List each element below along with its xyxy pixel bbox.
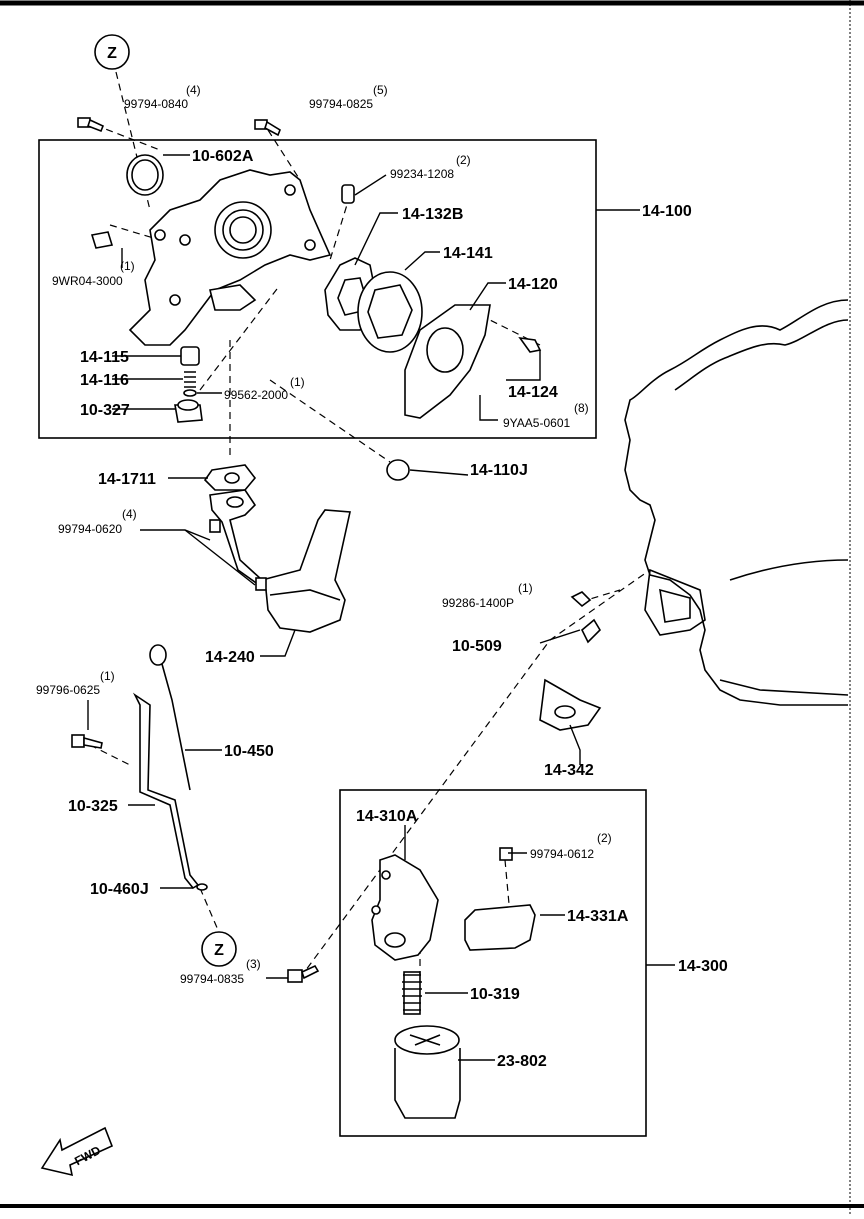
dipstick-label: 10-450 bbox=[224, 743, 274, 760]
oil-filter-box bbox=[339, 789, 647, 1137]
inner-rotor-drawing bbox=[357, 271, 423, 353]
leader-lines bbox=[87, 154, 675, 1061]
oil-pump-body bbox=[128, 169, 332, 346]
dowel-pin-qty: (2) bbox=[456, 153, 471, 167]
outer-rotor-label: 14-132B bbox=[402, 206, 463, 223]
plug-part: 9WR04-3000 bbox=[52, 274, 123, 288]
z-ref-bottom: Z bbox=[201, 931, 237, 967]
filter-bolt-drawing bbox=[499, 847, 513, 861]
z-ref-top: Z bbox=[94, 34, 130, 70]
cover-screw-label: 14-124 bbox=[508, 384, 558, 401]
cover-screw-drawing bbox=[518, 336, 542, 353]
pipe-bolt-drawing bbox=[287, 964, 320, 983]
oring-large-drawing bbox=[386, 459, 410, 481]
z-ref-top-label: Z bbox=[107, 45, 117, 62]
bolt-a-part: 99794-0840 bbox=[124, 97, 188, 111]
plunger-drawing bbox=[180, 346, 200, 366]
fwd-arrow bbox=[40, 1126, 114, 1177]
oil-pump-assy-label: 14-100 bbox=[642, 203, 692, 220]
filter-gasket-drawing bbox=[539, 678, 602, 731]
dipstick-bolt-drawing bbox=[71, 734, 103, 749]
strainer-bolt-qty: (4) bbox=[122, 507, 137, 521]
dowel-pin-drawing bbox=[341, 184, 355, 204]
plug-drawing bbox=[90, 231, 114, 249]
bolt-b-part: 99794-0825 bbox=[309, 97, 373, 111]
pipe-oring-drawing bbox=[196, 883, 208, 891]
dipstick-pipe-label: 10-325 bbox=[68, 798, 118, 815]
z-ref-bottom-label: Z bbox=[214, 942, 224, 959]
oil-pump-box bbox=[38, 139, 597, 439]
bolt-b-qty: (5) bbox=[373, 83, 388, 97]
bolt-a-qty: (4) bbox=[186, 83, 201, 97]
oil-strainer-label: 14-240 bbox=[205, 649, 255, 666]
strainer-bolt-drawing bbox=[209, 519, 267, 591]
filter-body-label: 14-310A bbox=[356, 808, 418, 825]
nipple-label: 10-509 bbox=[452, 638, 502, 655]
oil-strainer-drawing bbox=[209, 489, 351, 633]
drain-plug-qty: (1) bbox=[518, 581, 533, 595]
drain-plug-part: 99286-1400P bbox=[442, 596, 514, 610]
pump-cover-label: 14-120 bbox=[508, 276, 558, 293]
filter-gasket-label: 14-342 bbox=[544, 762, 594, 779]
filter-assy-label: 14-300 bbox=[678, 958, 728, 975]
filter-spring-label: 10-319 bbox=[470, 986, 520, 1003]
oil-seal-drawing bbox=[126, 154, 164, 196]
filter-bolt-part: 99794-0612 bbox=[530, 847, 594, 861]
dipstick-bolt-part: 99796-0625 bbox=[36, 683, 100, 697]
dowel-pin-part: 99234-1208 bbox=[390, 167, 454, 181]
oring-large-label: 14-110J bbox=[470, 462, 528, 479]
filter-spring-drawing bbox=[402, 971, 422, 1015]
screw-set-part: 9YAA5-0601 bbox=[503, 416, 570, 430]
cover-plate-label: 14-331A bbox=[567, 908, 629, 925]
filter-body-drawing bbox=[371, 854, 439, 961]
bolt-drawing-a bbox=[77, 117, 105, 133]
strainer-bolt-part: 99794-0620 bbox=[58, 522, 122, 536]
oring-small-drawing bbox=[183, 389, 197, 397]
strainer-gasket-label: 14-1711 bbox=[98, 471, 156, 488]
pipe-bolt-part: 99794-0835 bbox=[180, 972, 244, 986]
labels: 10-602A 14-100 (4) 99794-0840 (5) 99794-… bbox=[36, 83, 728, 1070]
pipe-bolt-qty: (3) bbox=[246, 957, 261, 971]
spring-drawing bbox=[184, 371, 196, 388]
oring-small-qty: (1) bbox=[290, 375, 305, 389]
engine-block-outline bbox=[624, 299, 849, 706]
filter-bolt-qty: (2) bbox=[597, 831, 612, 845]
inner-rotor-label: 14-141 bbox=[443, 245, 493, 262]
oil-seal-label: 10-602A bbox=[192, 148, 254, 165]
drain-plug-drawing bbox=[570, 591, 592, 608]
dipstick-drawing bbox=[149, 644, 191, 791]
pipe-oring-label: 10-460J bbox=[90, 881, 149, 898]
oil-filter-drawing bbox=[394, 1025, 461, 1119]
strainer-gasket-drawing bbox=[203, 464, 257, 491]
oring-small-part: 99562-2000 bbox=[224, 388, 288, 402]
nipple-drawing bbox=[581, 618, 602, 644]
relief-plug-label: 10-327 bbox=[80, 402, 130, 419]
dipstick-bolt-qty: (1) bbox=[100, 669, 115, 683]
plunger-label: 14-115 bbox=[80, 349, 129, 366]
cover-plate-drawing bbox=[464, 904, 536, 951]
pump-cover-drawing bbox=[404, 304, 491, 419]
oil-filter-label: 23-802 bbox=[497, 1053, 547, 1070]
bolt-drawing-b bbox=[254, 119, 281, 137]
screw-set-qty: (8) bbox=[574, 401, 589, 415]
dipstick-pipe-drawing bbox=[132, 692, 200, 890]
plug-qty: (1) bbox=[120, 259, 135, 273]
spring-label: 14-116 bbox=[80, 372, 129, 389]
relief-plug-drawing bbox=[174, 399, 203, 423]
